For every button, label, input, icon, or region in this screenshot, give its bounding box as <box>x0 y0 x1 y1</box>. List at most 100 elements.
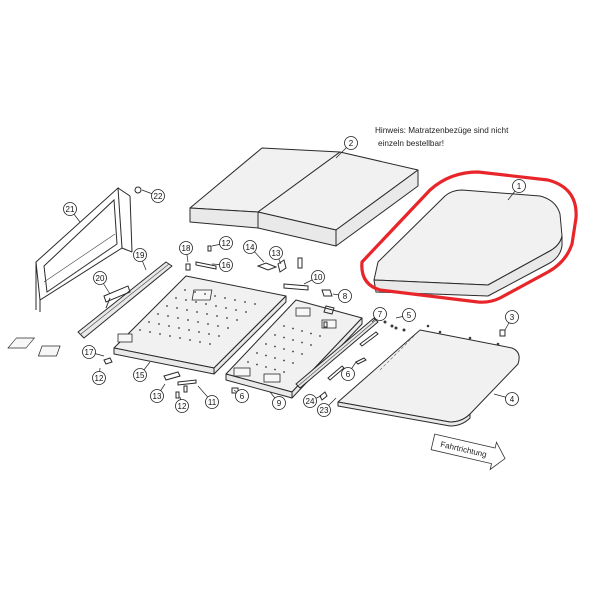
callout-13: 13 <box>150 383 166 403</box>
base-hole <box>310 332 312 335</box>
base-hole <box>178 327 180 329</box>
callouts-layer: 1234566789101112121213131415161718192021… <box>63 136 526 417</box>
callout-number: 3 <box>510 313 515 322</box>
base-hole <box>169 335 171 337</box>
base-hole <box>206 313 208 315</box>
base-middle-dots <box>247 325 321 373</box>
base-hole <box>216 315 218 317</box>
base-hole <box>189 339 191 341</box>
callout-2: 2 <box>335 136 358 159</box>
callout-number: 13 <box>272 249 281 258</box>
base-hole <box>199 341 201 343</box>
callout-number: 1 <box>517 182 522 191</box>
callout-number: 18 <box>182 244 191 253</box>
base-hole <box>195 301 197 303</box>
base-hole <box>244 301 246 303</box>
base-hole <box>148 321 150 323</box>
base-hole <box>204 293 206 295</box>
base-hole <box>168 325 170 327</box>
callout-number: 15 <box>136 371 145 380</box>
base-hole <box>274 345 276 348</box>
base-hole <box>283 359 285 362</box>
part-1-mattress <box>373 189 563 297</box>
callout-15: 15 <box>133 361 151 382</box>
base-hole <box>226 317 228 319</box>
part-19-rail <box>77 261 173 339</box>
callout-number: 24 <box>306 397 315 406</box>
callout-11: 11 <box>197 385 219 409</box>
callout-6: 6 <box>233 389 249 403</box>
callout-number: 12 <box>178 402 187 411</box>
callout-circle <box>93 271 107 285</box>
base-hole <box>245 311 247 313</box>
part-21-frame <box>35 186 133 312</box>
base-hole <box>157 313 159 315</box>
callout-number: 6 <box>346 370 351 379</box>
base-hole <box>292 362 294 364</box>
base-hole <box>274 334 276 336</box>
callout-circle <box>505 310 519 324</box>
callout-20: 20 <box>93 271 111 295</box>
note-line-1: Hinweis: Matratzenbezüge sind nicht <box>375 126 509 135</box>
base-hole <box>265 354 267 357</box>
callout-number: 14 <box>246 243 255 252</box>
callout-number: 11 <box>208 398 217 407</box>
callout-number: 10 <box>314 273 323 282</box>
callout-number: 4 <box>510 395 515 404</box>
callout-circle <box>505 392 519 406</box>
base-hole <box>235 309 237 311</box>
base-hole <box>187 319 189 321</box>
callout-circle <box>82 345 96 359</box>
base-hole <box>256 363 258 366</box>
callout-circle <box>235 389 249 403</box>
callout-circle <box>338 289 352 303</box>
base-hole <box>217 325 219 327</box>
callout-circle <box>151 189 165 203</box>
callout-number: 6 <box>240 392 245 401</box>
base-hole <box>274 368 276 371</box>
callout-number: 12 <box>222 239 231 248</box>
callout-number: 22 <box>154 192 163 201</box>
base-hole <box>283 336 285 339</box>
base-hole <box>256 352 258 354</box>
callout-3: 3 <box>504 310 519 331</box>
callout-1: 1 <box>507 179 526 201</box>
base-hole <box>179 337 181 339</box>
callout-12: 12 <box>92 367 106 385</box>
callout-22: 22 <box>141 189 165 203</box>
callout-number: 8 <box>343 292 348 301</box>
callout-12: 12 <box>175 396 189 413</box>
callout-circle <box>512 179 526 193</box>
base-hole <box>254 303 256 305</box>
callout-5: 5 <box>395 308 416 322</box>
base-hole <box>283 348 285 350</box>
base-hole <box>209 343 211 345</box>
base-hole <box>177 317 179 319</box>
base-hole <box>292 350 294 353</box>
callout-13: 13 <box>269 246 283 265</box>
callout-number: 23 <box>320 406 329 415</box>
base-hole <box>214 295 216 297</box>
base-hole <box>292 339 294 341</box>
callout-number: 16 <box>222 261 231 270</box>
base-left-dots <box>139 289 256 345</box>
callout-circle <box>269 246 283 260</box>
base-hole <box>236 319 238 321</box>
callout-number: 13 <box>153 392 162 401</box>
callout-circle <box>179 241 193 255</box>
base-hole <box>188 329 190 331</box>
base-hole <box>175 297 177 299</box>
callout-circle <box>311 270 325 284</box>
base-hole <box>186 309 188 311</box>
note-line-2: einzeln bestellbar! <box>378 139 444 148</box>
callout-circle <box>92 371 106 385</box>
callout-19: 19 <box>133 248 147 271</box>
callout-14: 14 <box>243 240 265 263</box>
base-hole <box>283 325 285 327</box>
callout-8: 8 <box>332 289 352 303</box>
callout-circle <box>303 394 317 408</box>
callout-circle <box>317 403 331 417</box>
callout-number: 5 <box>407 311 412 320</box>
base-hole <box>319 335 321 337</box>
